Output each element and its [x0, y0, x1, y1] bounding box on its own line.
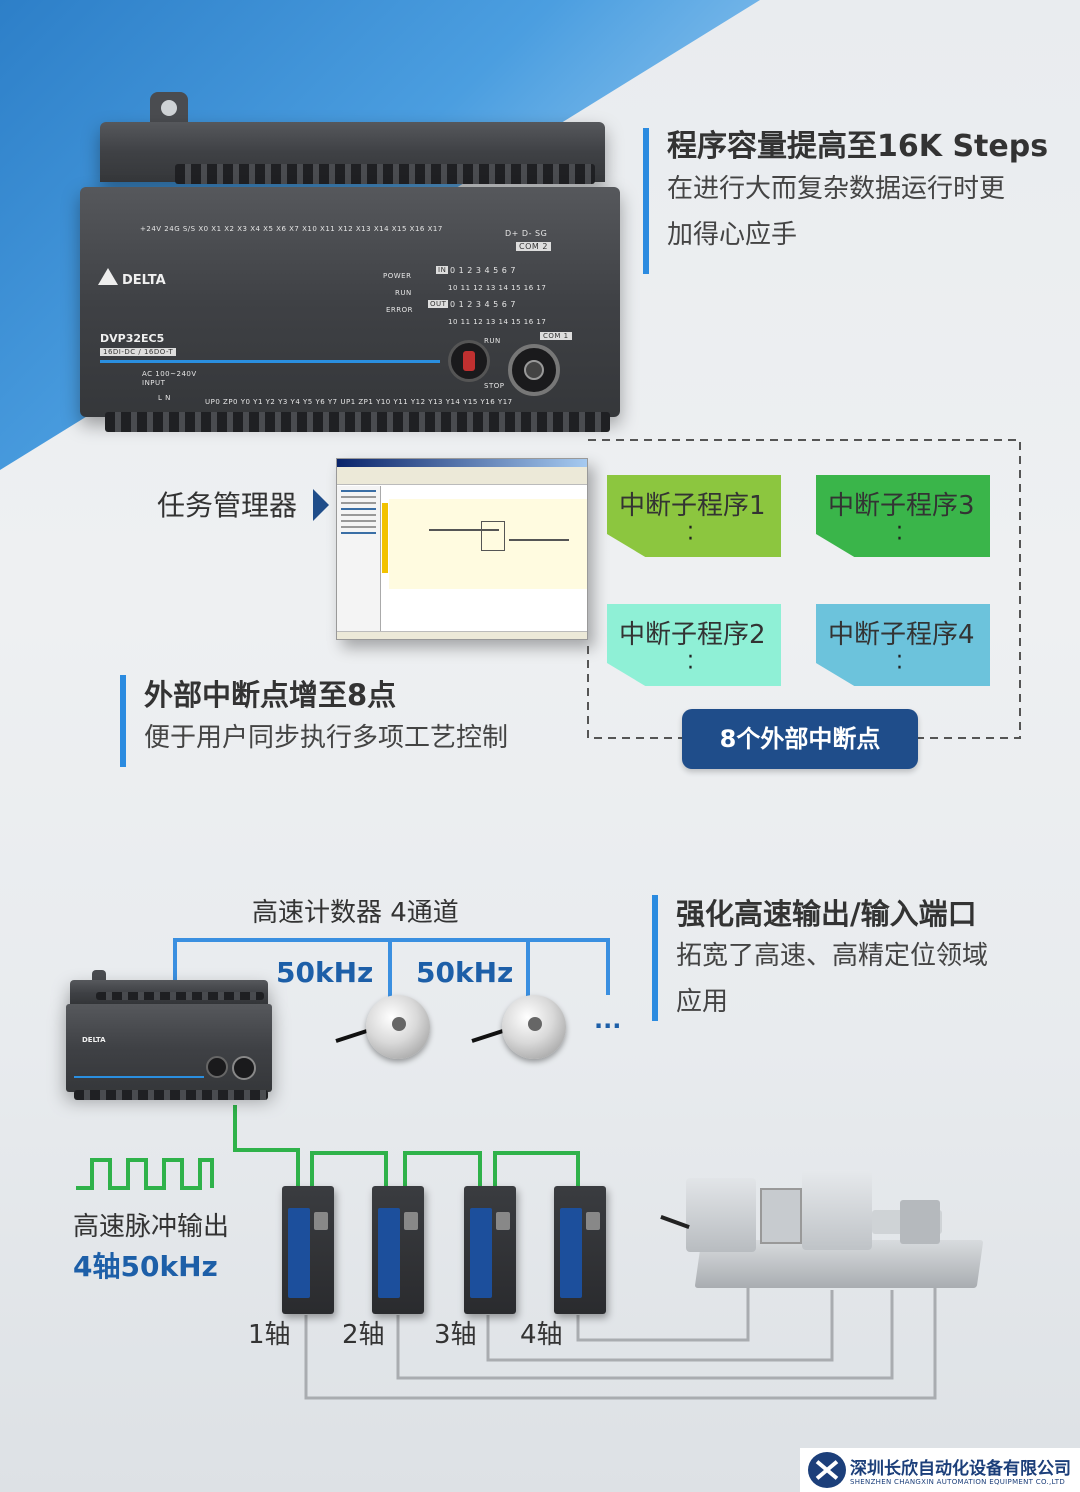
plc-small-brand: DELTA [82, 1036, 106, 1044]
screenshot-statusbar [337, 631, 587, 639]
plc-switch-run-label: RUN [484, 337, 501, 345]
encoder-1 [335, 995, 436, 1065]
feature2-desc: 便于用户同步执行多项工艺控制 [144, 723, 509, 753]
plc-switch-stop-label: STOP [484, 382, 505, 390]
plc-led-out-row-a: 0 1 2 3 4 5 6 7 [450, 300, 517, 309]
company-name-cn: 深圳长欣自动化设备有限公司 [850, 1459, 1071, 1479]
plc-input-terminal-strip [175, 164, 595, 184]
encoder-2 [471, 995, 572, 1065]
feature3-desc-line2: 应用 [676, 987, 729, 1017]
interrupt-box-3-label: 中断子程序3 [828, 491, 975, 521]
axis-label-4: 4轴 [520, 1320, 563, 1350]
interrupt-count-pill: 8个外部中断点 [682, 709, 918, 769]
plc-led-in-row-b: 10 11 12 13 14 15 16 17 [448, 284, 547, 292]
interrupt-box-2-label: 中断子程序2 [619, 620, 766, 650]
plc-status-error: ERROR [386, 306, 414, 314]
machine-image [660, 1170, 984, 1295]
plc-com1-label: COM 1 [540, 332, 572, 340]
feature1-desc-line1: 在进行大而复杂数据运行时更 [667, 174, 1006, 204]
company-logo: 深圳长欣自动化设备有限公司 SHENZHEN CHANGXIN AUTOMATI… [800, 1448, 1080, 1492]
plc-spec: 16DI-DC / 16DO-T [100, 348, 177, 356]
plc-status-run: RUN [395, 289, 412, 297]
servo-drive-1 [282, 1186, 334, 1314]
interrupt-box-4-dots: ·· [896, 645, 903, 681]
interrupt-box-2-dots: ·· [687, 645, 694, 681]
interrupt-box-1-label: 中断子程序1 [619, 491, 766, 521]
plc-main-image: +24V 24G S/S X0 X1 X2 X3 X4 X5 X6 X7 X10… [80, 92, 625, 442]
counter-label: 高速计数器 4通道 [252, 898, 459, 928]
plc-input-terminal-labels: +24V 24G S/S X0 X1 X2 X3 X4 X5 X6 X7 X10… [140, 225, 443, 233]
pulse-label: 高速脉冲输出 [73, 1212, 230, 1242]
feature1-desc-line2: 加得心应手 [667, 220, 798, 250]
feature1-title: 程序容量提高至16K Steps [667, 129, 1049, 164]
plc-model: DVP32EC5 [100, 332, 165, 345]
screenshot-ladder-pane [389, 499, 587, 589]
feature2-block: 外部中断点增至8点 便于用户同步执行多项工艺控制 [120, 675, 508, 767]
interrupt-box-3: 中断子程序3 ·· [816, 475, 990, 557]
plc-led-in-row-a: 0 1 2 3 4 5 6 7 [450, 266, 517, 275]
interrupt-box-3-dots: ·· [896, 516, 903, 552]
plc-out-label: OUT [428, 300, 449, 308]
interrupt-box-1: 中断子程序1 ·· [607, 475, 781, 557]
task-manager-label: 任务管理器 [157, 489, 298, 522]
plc-com1-port [508, 344, 560, 396]
plc-led-out-row-b: 10 11 12 13 14 15 16 17 [448, 318, 547, 326]
feature3-desc-line1: 拓宽了高速、高精定位领域 [676, 941, 989, 971]
interrupt-box-1-dots: ·· [687, 516, 694, 552]
feature2-title: 外部中断点增至8点 [144, 678, 397, 712]
interrupt-box-2: 中断子程序2 ·· [607, 604, 781, 686]
axis-label-3: 3轴 [434, 1320, 477, 1350]
axis-label-1: 1轴 [248, 1320, 291, 1350]
interrupt-dashed-frame [587, 439, 1021, 739]
company-logo-icon [808, 1452, 846, 1488]
plc-small-image: DELTA [66, 970, 272, 1108]
plc-com2-label: COM 2 [516, 242, 551, 251]
plc-status-power: POWER [383, 272, 412, 280]
plc-ln-label: L N [158, 394, 171, 402]
counter-freq-2: 50kHz [416, 956, 514, 989]
plc-power-label: AC 100~240V INPUT [142, 370, 197, 387]
screenshot-titlebar [337, 459, 587, 467]
feature1-block: 程序容量提高至16K Steps 在进行大而复杂数据运行时更 加得心应手 [643, 128, 1048, 274]
plc-run-stop-switch [448, 340, 490, 382]
counter-more: ... [594, 1006, 622, 1034]
company-name-en: SHENZHEN CHANGXIN AUTOMATION EQUIPMENT C… [850, 1478, 1066, 1486]
plc-comm-terminal-labels: D+ D- SG [505, 229, 548, 238]
plc-blue-stripe [100, 360, 440, 363]
interrupt-box-4-label: 中断子程序4 [828, 620, 975, 650]
screenshot-tree-pane [337, 486, 381, 632]
plc-output-terminal-labels: UP0 ZP0 Y0 Y1 Y2 Y3 Y4 Y5 Y6 Y7 UP1 ZP1 … [205, 398, 513, 406]
axis-label-2: 2轴 [342, 1320, 385, 1350]
servo-drive-2 [372, 1186, 424, 1314]
plc-output-terminal-strip [105, 412, 610, 432]
software-screenshot [336, 458, 588, 640]
servo-drive-3 [464, 1186, 516, 1314]
plc-brand: DELTA [122, 273, 166, 288]
interrupt-box-4: 中断子程序4 ·· [816, 604, 990, 686]
feature3-block: 强化高速输出/输入端口 拓宽了高速、高精定位领域 应用 [652, 895, 988, 1021]
feature3-title: 强化高速输出/输入端口 [676, 897, 977, 931]
servo-drive-4 [554, 1186, 606, 1314]
pulse-spec: 4轴50kHz [73, 1250, 218, 1283]
screenshot-yellow-bar [382, 503, 388, 573]
counter-freq-1: 50kHz [276, 956, 374, 989]
delta-logo-icon [98, 268, 118, 285]
task-manager-arrow-icon [313, 489, 329, 521]
plc-in-label: IN [436, 266, 449, 274]
screenshot-toolbar [337, 467, 587, 485]
